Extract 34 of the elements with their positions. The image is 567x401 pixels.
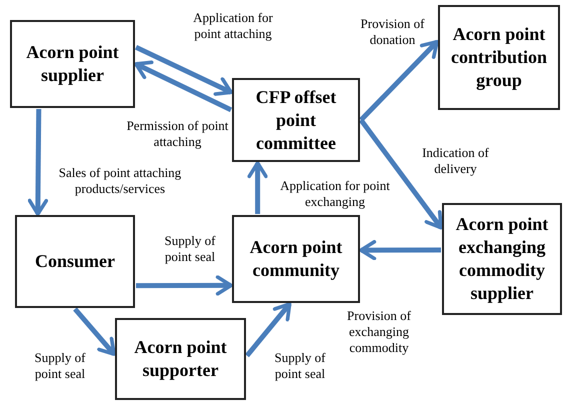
arrow [73,307,116,356]
process-box [232,78,360,162]
box-label: CFP offset point committee [254,86,338,154]
arrow [134,60,232,112]
edge-label: Provision of donation [360,16,426,48]
edge-label: Supply of point seal [274,350,326,382]
process-box [115,318,246,400]
process-box [15,215,135,308]
edge-label: Permission of point attaching [126,118,230,150]
box-label: Consumer [35,250,115,273]
process-box [442,203,562,315]
edge-label: Provision of exchanging commodity [346,308,412,356]
arrow [245,302,292,358]
arrow [359,118,443,230]
arrow [359,40,439,122]
arrow [359,240,441,260]
edge-label: Sales of point attaching products/services [58,165,182,197]
arrow [134,45,233,96]
edge-label: Indication of delivery [421,145,490,177]
arrow [247,161,268,214]
box-label: Acorn point supplier [25,41,120,87]
edge-label: Supply of point seal [34,350,86,382]
box-label: Acorn point community [248,236,344,282]
arrow [136,275,233,296]
edge-label: Application for point attaching [192,10,274,42]
box-label: Acorn point supporter [133,336,228,382]
process-box [10,20,135,108]
process-box [438,5,560,110]
edge-label: Supply of point seal [164,233,216,265]
process-box [232,215,360,303]
edge-label: Application for point exchanging [280,178,390,210]
box-label: Acorn point contribution group [450,23,548,92]
box-label: Acorn point exchanging commodity supplier [454,213,550,305]
arrow [28,108,48,216]
